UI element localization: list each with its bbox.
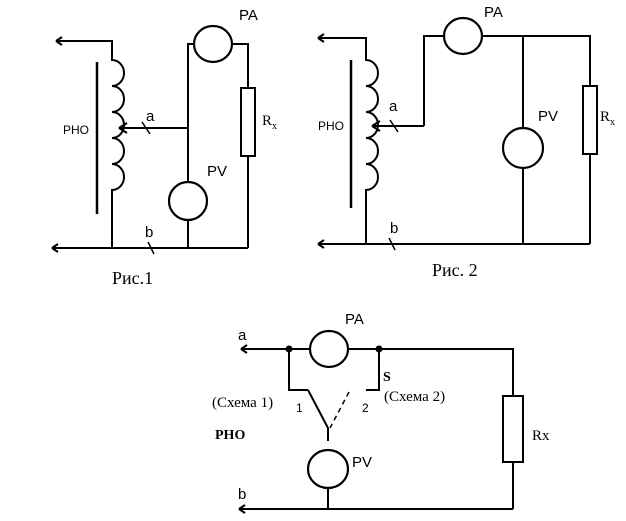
terminal-arrow-top bbox=[55, 36, 63, 46]
node-b-label: b bbox=[145, 224, 153, 241]
terminal-arrow-top bbox=[317, 33, 325, 43]
voltmeter-label: PV bbox=[538, 108, 558, 125]
regulator-coil bbox=[97, 40, 125, 248]
figure-3: PA PV Rx a b S (Схема 1) (Схема 2) 1 2 Р… bbox=[212, 311, 550, 514]
regulator-coil bbox=[355, 37, 379, 244]
regulator-label: РНО bbox=[215, 428, 245, 443]
switch-blade-2 bbox=[329, 391, 350, 429]
node-b-label: b bbox=[390, 220, 398, 237]
node-b-tick bbox=[388, 237, 396, 251]
figure-2-caption: Рис. 2 bbox=[432, 260, 478, 280]
switch-position-2: 2 bbox=[362, 401, 369, 415]
switch-label: S bbox=[383, 370, 391, 385]
switch-position-1: 1 bbox=[296, 401, 303, 415]
scheme-1-label: (Схема 1) bbox=[212, 395, 273, 411]
scheme-2-label: (Схема 2) bbox=[384, 389, 445, 405]
voltmeter-pv bbox=[167, 180, 209, 222]
ammeter-label: PA bbox=[484, 4, 503, 21]
figure-1-caption: Рис.1 bbox=[112, 268, 153, 288]
voltmeter-pv bbox=[501, 126, 545, 170]
node-a-label: a bbox=[238, 327, 247, 344]
node-b-label: b bbox=[238, 486, 246, 503]
ammeter-pa bbox=[442, 16, 484, 56]
terminal-arrow-a bbox=[240, 344, 248, 354]
ammeter-label: PA bbox=[239, 7, 258, 24]
tap-arrow bbox=[371, 120, 381, 132]
contact-2-wire bbox=[366, 349, 380, 391]
tap-tick bbox=[389, 119, 399, 133]
resistor-label: Rx bbox=[600, 109, 615, 128]
figure-1: РНО PA PV Rx a b Рис.1 bbox=[51, 7, 277, 288]
ammeter-label: PA bbox=[345, 311, 364, 328]
ammeter-left-wire bbox=[423, 35, 444, 126]
tap-tick bbox=[141, 121, 151, 135]
figure-2: РНО PA PV Rx a b Рис. 2 bbox=[317, 4, 615, 280]
switch-blade-1 bbox=[307, 389, 329, 429]
terminal-arrow-bottom bbox=[317, 239, 325, 249]
voltmeter-pv bbox=[306, 448, 350, 490]
ammeter-right-wire bbox=[482, 35, 591, 86]
resistor-rx bbox=[582, 85, 598, 155]
voltmeter-label: PV bbox=[352, 454, 372, 471]
regulator-label: РНО bbox=[63, 123, 89, 137]
resistor-label: Rx bbox=[262, 113, 277, 132]
resistor-rx bbox=[240, 87, 256, 157]
ammeter-left-wire bbox=[187, 43, 194, 128]
ammeter-right-wire bbox=[232, 43, 249, 88]
resistor-label: Rx bbox=[532, 428, 550, 444]
contact-1-wire bbox=[288, 349, 308, 391]
node-b-tick bbox=[147, 241, 155, 255]
top-wire-right bbox=[348, 348, 514, 396]
ammeter-pa bbox=[192, 24, 234, 64]
node-a-label: a bbox=[389, 98, 398, 115]
resistor-rx bbox=[502, 395, 524, 463]
tap-arrow bbox=[118, 122, 128, 134]
regulator-label: РНО bbox=[318, 119, 344, 133]
terminal-arrow-bottom bbox=[51, 243, 59, 253]
terminal-arrow-b bbox=[238, 504, 246, 514]
node-a-label: a bbox=[146, 108, 155, 125]
ammeter-pa bbox=[308, 329, 350, 369]
voltmeter-label: PV bbox=[207, 163, 227, 180]
